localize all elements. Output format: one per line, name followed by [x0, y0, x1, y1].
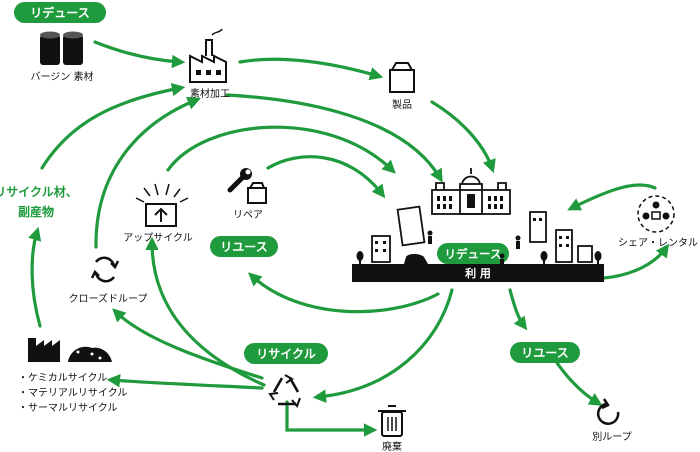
arrow-virgin-to-processing [93, 40, 186, 69]
pill-reuse-left: リユース [210, 236, 278, 257]
pill-reuse-bottom: リユース [510, 342, 580, 363]
arrow-closedloop-to-processing [94, 96, 201, 249]
factory-pile-icon [28, 338, 112, 362]
product-label: 製品 [392, 98, 412, 111]
pill-recycle: リサイクル [244, 343, 328, 364]
arrow-reuse-to-otherloop [553, 358, 603, 406]
arrow-processing-to-product [238, 57, 384, 81]
recycle-icon [268, 374, 301, 408]
arrow-city-to-share [602, 243, 670, 280]
box-icon [389, 62, 415, 93]
factory-icon [189, 28, 227, 83]
trash-icon [378, 405, 406, 437]
cycle-icon [90, 256, 120, 283]
barrels-icon [40, 31, 83, 65]
share-rental-label: シェア・レンタル [618, 237, 698, 249]
pill-reduce-center: リデュース [437, 243, 509, 264]
material-recycle-label: ・マテリアルリサイクル [18, 387, 127, 399]
pill-reduce-top: リデュース [14, 2, 106, 23]
upcycle-box-icon [135, 183, 189, 227]
chemical-cycle-label: ・ケミカルサイクル [18, 372, 107, 384]
pill-reduce-top-label: リデュース [30, 5, 89, 20]
flow-arrows [28, 40, 670, 437]
arrow-usage-to-recycle [312, 288, 454, 403]
arrow-upcycle-to-usage [166, 125, 396, 174]
arrow-share-to-city [567, 183, 657, 211]
recycled-material-label-1: リサイクル材、 [0, 184, 78, 199]
loop-icon [596, 398, 620, 425]
arrow-repair-to-usage [266, 155, 386, 199]
people-cycle-icon [637, 195, 675, 233]
arrow-reuse-loop [248, 272, 440, 314]
closed-loop-label: クローズドループ [69, 292, 148, 305]
arrow-product-to-usage [430, 100, 496, 174]
pill-recycle-label: リサイクル [256, 347, 315, 361]
pill-reduce-center-label: リデュース [445, 247, 502, 261]
arrow-recycled-to-processing [40, 82, 186, 170]
arrow-processing-arc-to-usage [225, 93, 443, 183]
pill-reuse-bottom-label: リユース [521, 346, 568, 360]
arrow-chem-to-recycled [28, 226, 42, 328]
arrow-usage-to-reuse [508, 288, 528, 331]
virgin-material-label: バージン 素材 [31, 70, 94, 83]
arrow-recycle-to-chem [106, 373, 264, 390]
arrow-recycle-to-disposal [285, 400, 378, 437]
disposal-label: 廃棄 [382, 440, 402, 452]
thermal-recycle-label: ・サーマルリサイクル [18, 402, 118, 414]
arrow-recycle-to-closedloop [112, 308, 264, 380]
usage-label: 利 用 [465, 266, 491, 280]
other-loop-label: 別ループ [592, 431, 631, 443]
repair-label: リペア [233, 210, 263, 221]
recycled-material-label-2: 副産物 [18, 204, 54, 219]
upcycle-label: アップサイクル [123, 232, 193, 244]
processing-label: 素材加工 [190, 87, 230, 100]
arrow-recycle-to-upcycle [145, 236, 266, 387]
pill-reuse-left-label: リユース [220, 240, 267, 254]
wrench-icon [227, 168, 267, 204]
city-icon [352, 168, 604, 282]
